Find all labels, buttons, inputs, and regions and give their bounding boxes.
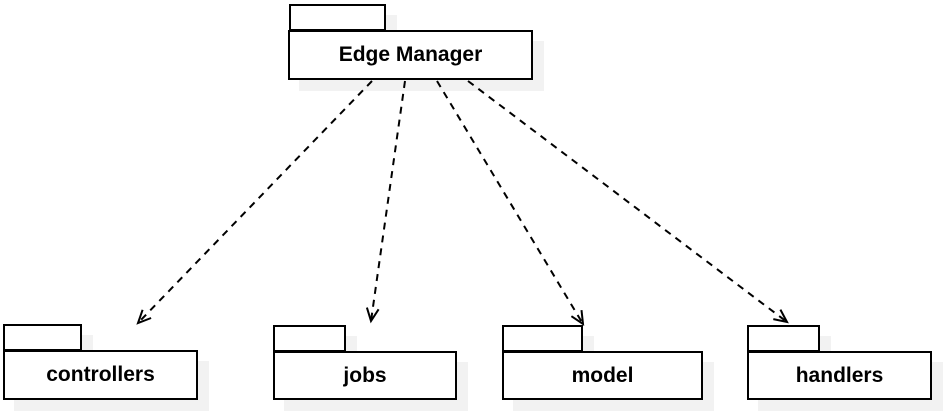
package-body-handlers: handlers xyxy=(747,351,932,400)
package-tab-edge-manager xyxy=(289,4,386,31)
dependency-arrow-edge-manager-to-model xyxy=(436,80,585,327)
package-label-handlers: handlers xyxy=(795,363,884,387)
package-label-controllers: controllers xyxy=(46,363,155,386)
dependency-arrow-edge-manager-to-jobs xyxy=(365,80,406,324)
package-label-edge-manager: Edge Manager xyxy=(338,43,483,66)
package-tab-model xyxy=(502,325,583,352)
package-jobs: jobs xyxy=(273,325,457,400)
package-handlers: handlers xyxy=(747,325,932,400)
package-controllers: controllers xyxy=(3,324,198,400)
package-tab-jobs xyxy=(273,325,346,352)
dependency-arrow-edge-manager-to-handlers xyxy=(467,80,789,324)
package-tab-handlers xyxy=(747,325,820,352)
package-label-jobs: jobs xyxy=(343,363,387,387)
package-tab-controllers xyxy=(3,324,82,351)
package-body-controllers: controllers xyxy=(3,350,198,400)
dependency-arrow-edge-manager-to-controllers xyxy=(136,80,373,325)
package-body-edge-manager: Edge Manager xyxy=(288,30,533,80)
package-edge-manager: Edge Manager xyxy=(288,4,533,80)
package-model: model xyxy=(502,325,703,400)
package-body-model: model xyxy=(502,351,703,400)
package-body-jobs: jobs xyxy=(273,351,457,400)
package-label-model: model xyxy=(571,363,634,387)
